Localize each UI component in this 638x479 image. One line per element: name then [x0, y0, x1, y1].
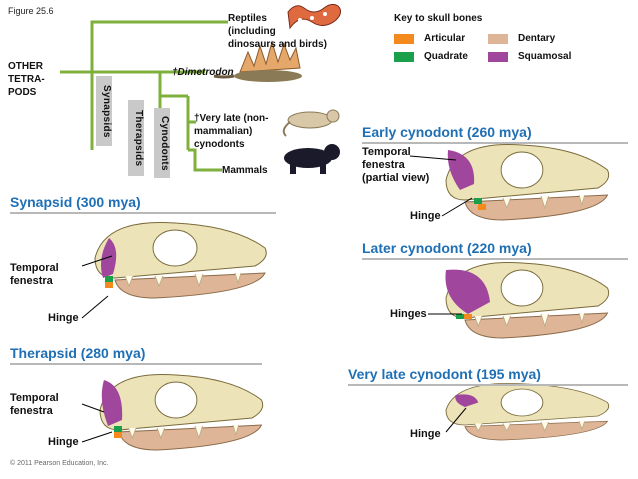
cynodont-animal-illustration [282, 109, 340, 137]
copyright-text: © 2011 Pearson Education, Inc. [10, 460, 109, 467]
later-cynodont-title: Later cynodont (220 mya) [362, 240, 532, 256]
very-late-hinge-label: Hinge [410, 428, 441, 440]
very-late-cynodonts-label: †Very late (non- mammalian) cynodonts [194, 113, 269, 150]
therapsid-title: Therapsid (280 mya) [10, 345, 146, 361]
early-hinge-label: Hinge [410, 210, 441, 222]
quadrate-swatch [394, 52, 414, 62]
synapsid-temporal-label: Temporal fenestra [10, 262, 59, 287]
other-tetrapods-label: OTHER TETRA- PODS [8, 61, 45, 98]
very-late-cynodont-rule [348, 384, 628, 386]
therapsid-rule [10, 363, 262, 365]
synapsid-hinge-label: Hinge [48, 312, 79, 324]
synapsids-tag: Synapsids [96, 76, 112, 146]
figure-label: Figure 25.6 [8, 6, 54, 16]
mammals-label: Mammals [222, 165, 268, 176]
key-dentary: Dentary [518, 33, 556, 44]
dentary-swatch [488, 34, 508, 44]
therapsid-skull [99, 373, 264, 451]
synapsid-skull [94, 221, 267, 299]
articular-swatch [394, 34, 414, 44]
very-late-cynodont-skull [445, 382, 610, 441]
therapsid-temporal-label: Temporal fenestra [10, 392, 59, 417]
very-late-cynodont-title: Very late cynodont (195 mya) [348, 366, 541, 382]
synapsid-title: Synapsid (300 mya) [10, 194, 141, 210]
later-cynodont-skull [445, 261, 610, 339]
therapsid-hinge-label: Hinge [48, 436, 79, 448]
later-cynodont-rule [362, 258, 628, 260]
early-cynodont-skull [445, 143, 610, 221]
reptile-snake-illustration [287, 3, 342, 30]
leader-lines [81, 155, 473, 443]
key-squamosal: Squamosal [518, 51, 572, 62]
reptiles-label: Reptiles (including dinosaurs and birds) [228, 13, 327, 50]
dimetrodon-illustration [213, 40, 302, 82]
phylogeny-lines [60, 20, 228, 172]
early-cynodont-rule [362, 142, 628, 144]
key-articular: Articular [424, 33, 466, 44]
early-cynodont-title: Early cynodont (260 mya) [362, 124, 532, 140]
therapsids-tag: Therapsids [128, 100, 144, 176]
squamosal-swatch [488, 52, 508, 62]
dimetrodon-label: †Dimetrodon [172, 67, 234, 78]
key-title: Key to skull bones [394, 13, 483, 24]
later-hinges-label: Hinges [390, 308, 427, 320]
cynodonts-tag: Cynodonts [154, 108, 170, 178]
early-temporal-label: Temporal fenestra (partial view) [362, 146, 430, 184]
mammal-bear-illustration [284, 144, 340, 174]
key-quadrate: Quadrate [424, 51, 468, 62]
synapsid-rule [10, 212, 276, 214]
